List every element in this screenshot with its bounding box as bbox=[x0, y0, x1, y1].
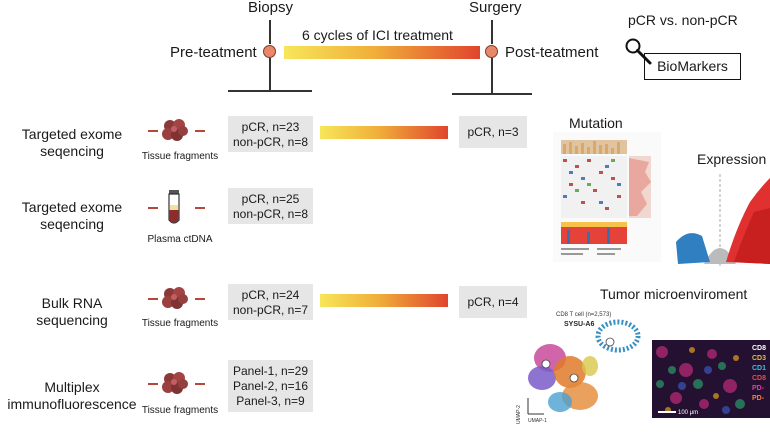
row3-post-line1: pCR, n=4 bbox=[467, 295, 519, 309]
row4-tick-left bbox=[148, 383, 158, 385]
if-legend-item: CD8 bbox=[752, 345, 767, 352]
tme-title: Tumor microenviroment bbox=[600, 286, 748, 302]
row3-treatment-bar bbox=[320, 294, 448, 307]
pre-base bbox=[228, 90, 312, 92]
surgery-tick bbox=[491, 20, 493, 44]
post-stem bbox=[491, 58, 493, 94]
row3-pre-line1: pCR, n=24 bbox=[241, 288, 300, 302]
row1-post-box: pCR, n=3 bbox=[459, 116, 527, 148]
umap-subtitle: SYSU-A6 bbox=[564, 321, 594, 328]
if-legend-item: CD1 bbox=[752, 365, 767, 372]
biomarkers-label: BioMarkers bbox=[657, 58, 728, 74]
if-legend: CD8 CD3 CD1 CD8 PD- PD- bbox=[752, 344, 770, 404]
row3-tick-left bbox=[148, 298, 158, 300]
tissue-fragment-icon bbox=[162, 119, 188, 141]
if-texture: 100 μm bbox=[652, 340, 770, 418]
biopsy-dot bbox=[263, 45, 276, 58]
row3-pre-box: pCR, n=24 non-pCR, n=7 bbox=[228, 284, 313, 320]
row4-pre-line3: Panel-3, n=9 bbox=[236, 394, 305, 408]
row3-label-line1: Bulk RNA bbox=[41, 295, 103, 311]
if-legend-item: PD- bbox=[752, 385, 765, 392]
row4-label-line2: immunofluorescence bbox=[7, 396, 137, 412]
row2-pre-line2: non-pCR, n=8 bbox=[232, 207, 309, 221]
row1-caption: Tissue fragments bbox=[141, 151, 219, 162]
row1-label-line1: Targeted exome bbox=[21, 126, 123, 142]
treatment-bar bbox=[284, 46, 480, 59]
pre-stem bbox=[269, 58, 271, 90]
if-legend-item: CD3 bbox=[752, 355, 767, 362]
row2-pre-line1: pCR, n=25 bbox=[241, 192, 300, 206]
biopsy-tick bbox=[269, 20, 271, 44]
row4-label-line1: Multiplex bbox=[44, 379, 100, 395]
scalebar-label: 100 μm bbox=[678, 410, 698, 416]
row1-label: Targeted exome seqencing bbox=[4, 126, 140, 160]
tissue-fragment-icon bbox=[162, 287, 188, 309]
comparison-label: pCR vs. non-pCR bbox=[628, 12, 738, 28]
row1-pre-line2: non-pCR, n=8 bbox=[232, 135, 309, 149]
pre-treatment-label: Pre-teatment bbox=[170, 44, 257, 61]
biomarkers-box: BioMarkers bbox=[644, 53, 741, 80]
row3-label: Bulk RNA sequencing bbox=[4, 295, 140, 329]
expression-title: Expression bbox=[697, 151, 767, 167]
plasma-tube-icon bbox=[168, 190, 180, 224]
mutation-heatmap-thumbnail bbox=[553, 132, 661, 262]
volcano-plot-thumbnail bbox=[676, 174, 770, 266]
row2-label-line1: Targeted exome bbox=[21, 199, 123, 215]
biopsy-label: Biopsy bbox=[248, 0, 294, 16]
tissue-fragment-icon bbox=[162, 372, 188, 394]
magnifier-icon bbox=[625, 38, 652, 65]
row2-tick-left bbox=[148, 207, 158, 209]
row4-pre-line1: Panel-1, n=29 bbox=[232, 364, 309, 378]
row2-label: Targeted exome seqencing bbox=[4, 199, 140, 233]
row1-pre-box: pCR, n=23 non-pCR, n=8 bbox=[228, 116, 313, 152]
row1-pre-line1: pCR, n=23 bbox=[241, 120, 300, 134]
row2-label-line2: seqencing bbox=[40, 216, 104, 232]
umap-y-label: UMAP-2 bbox=[516, 405, 522, 424]
row1-treatment-bar bbox=[320, 126, 448, 139]
surgery-dot bbox=[485, 45, 498, 58]
row3-caption: Tissue fragments bbox=[141, 318, 219, 329]
row3-pre-line2: non-pCR, n=7 bbox=[232, 303, 309, 317]
row1-label-line2: seqencing bbox=[40, 143, 104, 159]
row4-label: Multiplex immunofluorescence bbox=[0, 379, 144, 413]
immunofluorescence-image: 100 μm CD8 CD3 CD1 CD8 PD- PD- bbox=[652, 340, 770, 418]
if-legend-item: CD8 bbox=[752, 375, 767, 382]
row1-post-line1: pCR, n=3 bbox=[467, 125, 519, 139]
row4-tick-right bbox=[195, 383, 205, 385]
row2-pre-box: pCR, n=25 non-pCR, n=8 bbox=[228, 188, 313, 224]
post-treatment-label: Post-teatment bbox=[505, 44, 599, 61]
row2-caption: Plasma ctDNA bbox=[147, 234, 213, 245]
row4-caption: Tissue fragments bbox=[141, 405, 219, 416]
row1-tick-right bbox=[195, 130, 205, 132]
umap-x-label: UMAP-1 bbox=[528, 418, 547, 424]
post-base bbox=[452, 93, 532, 95]
mutation-title: Mutation bbox=[569, 115, 623, 131]
row3-post-box: pCR, n=4 bbox=[459, 286, 527, 318]
umap-title: CD8 T cell (n=2,573) bbox=[556, 312, 611, 318]
if-legend-item: PD- bbox=[752, 395, 765, 402]
row4-pre-line2: Panel-2, n=16 bbox=[232, 379, 309, 393]
treatment-label: 6 cycles of ICI treatment bbox=[302, 27, 453, 43]
surgery-label: Surgery bbox=[469, 0, 522, 16]
row3-label-line2: sequencing bbox=[36, 312, 108, 328]
row1-tick-left bbox=[148, 130, 158, 132]
row2-tick-right bbox=[195, 207, 205, 209]
row3-tick-right bbox=[195, 298, 205, 300]
umap-plot-thumbnail: CD8 T cell (n=2,573) SYSU-A6 UMAP-2 UMAP… bbox=[516, 312, 641, 424]
row4-pre-box: Panel-1, n=29 Panel-2, n=16 Panel-3, n=9 bbox=[228, 360, 313, 412]
